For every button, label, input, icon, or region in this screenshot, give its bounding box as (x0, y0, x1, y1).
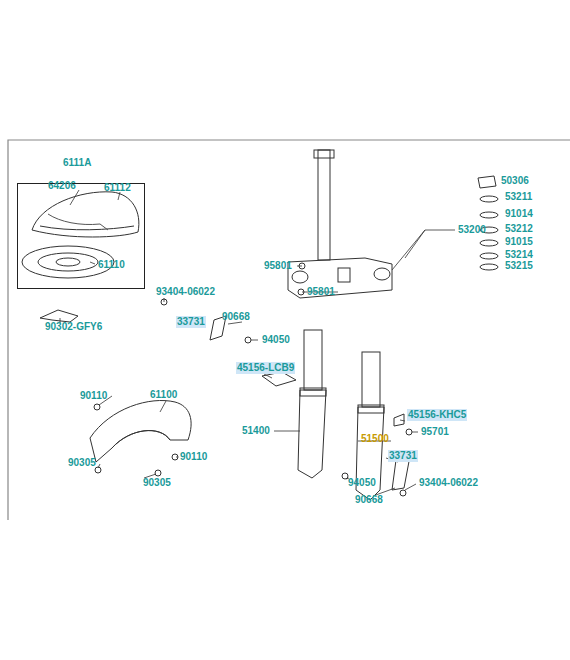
callout-number: 53215 (505, 260, 533, 272)
callout-number: 53211 (505, 191, 532, 203)
callout-number: 91015 (505, 236, 533, 248)
callout-number: 33731 (388, 450, 418, 462)
callout-number: 53214 (505, 249, 533, 261)
callout-number: 45156-LCB9 (236, 362, 295, 374)
callout-number: 50306 (501, 175, 529, 187)
callout-number: 6111A (63, 157, 91, 169)
callout-number: 90305 (68, 457, 96, 469)
callout-number: 93404-06022 (156, 286, 215, 298)
callout-number: 91014 (505, 208, 533, 220)
callout-number: 53200 (458, 224, 486, 236)
callout-number: 90668 (355, 494, 383, 506)
callout-number: 95801 (307, 286, 335, 298)
callout-number: 94050 (348, 477, 376, 489)
callout-number: 64206 (48, 180, 76, 192)
callout-number: 94050 (262, 334, 290, 346)
callout-number: 61100 (150, 389, 177, 401)
callout-number: 61112 (104, 182, 131, 194)
callout-number: 95701 (421, 426, 449, 438)
callout-number: 95801 (264, 260, 292, 272)
callout-number: 33731 (176, 316, 206, 328)
callout-number: 51400 (242, 425, 270, 437)
callout-number: 93404-06022 (419, 477, 478, 489)
callout-number: 90668 (222, 311, 250, 323)
callout-number: 90302-GFY6 (45, 321, 102, 333)
callout-number: 53212 (505, 223, 533, 235)
callout-number: 61110 (98, 259, 125, 271)
part-group-box: 6111A642066111261110 (17, 183, 145, 289)
callout-number: 90110 (80, 390, 107, 402)
callout-number: 51500 (361, 433, 389, 445)
callout-number: 90305 (143, 477, 171, 489)
callout-number: 90110 (180, 451, 207, 463)
callout-number: 45156-KHC5 (407, 409, 467, 421)
